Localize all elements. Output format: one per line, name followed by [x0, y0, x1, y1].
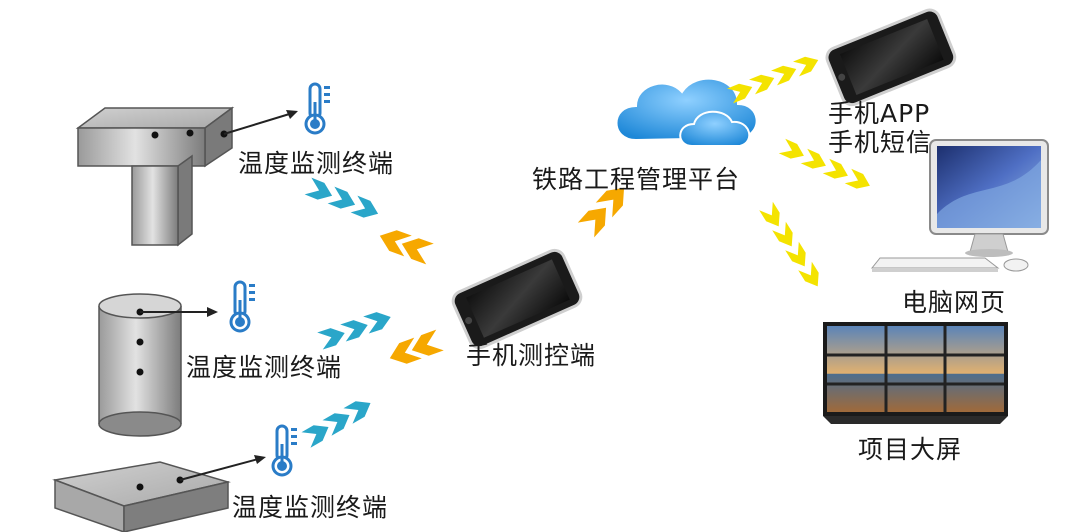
label-mobile-sms: 手机短信: [828, 128, 933, 157]
label-phone-controller: 手机测控端: [466, 341, 597, 370]
uplink-arrow-sensor-1: [304, 177, 382, 223]
downlink-arrow-sensor-2: [386, 329, 444, 369]
label-sensor-3: 温度监测终端: [232, 493, 389, 522]
thermometer-icon: [271, 424, 299, 477]
cylinder-structure: [98, 293, 218, 437]
thermometer-icon: [229, 280, 257, 333]
downlink-arrow-sensor-1: [376, 225, 434, 265]
desktop-computer-icon: [870, 139, 1049, 272]
label-sensor-2: 温度监测终端: [186, 353, 343, 382]
uplink-arrow-sensor-2: [317, 308, 394, 350]
platform-to-screen-arrow: [759, 201, 825, 291]
uplink-arrow-sensor-3: [301, 395, 376, 448]
label-web-page: 电脑网页: [902, 288, 1007, 317]
smartphone-icon: [822, 5, 960, 110]
label-platform: 铁路工程管理平台: [532, 165, 741, 194]
thermometer-icon: [304, 82, 332, 135]
cloud-icon: [615, 77, 758, 147]
video-wall-icon: [823, 322, 1008, 424]
slab-structure: [52, 455, 266, 532]
platform-to-app-arrow: [727, 52, 822, 104]
label-big-screen: 项目大屏: [858, 435, 963, 464]
t-beam-structure: [75, 106, 298, 247]
label-mobile-app: 手机APP: [828, 99, 931, 128]
label-sensor-1: 温度监测终端: [238, 149, 395, 178]
